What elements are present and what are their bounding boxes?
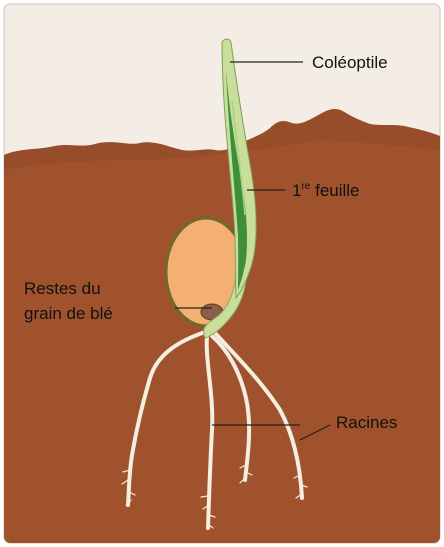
label-remains-line1: Restes du xyxy=(24,279,101,298)
label-coleoptile: Coléoptile xyxy=(312,53,388,72)
label-roots: Racines xyxy=(336,413,397,432)
label-remains-line2: grain de blé xyxy=(24,304,113,323)
label-first-leaf-number: 1 xyxy=(292,181,301,200)
label-first-leaf-word: feuille xyxy=(310,181,359,200)
